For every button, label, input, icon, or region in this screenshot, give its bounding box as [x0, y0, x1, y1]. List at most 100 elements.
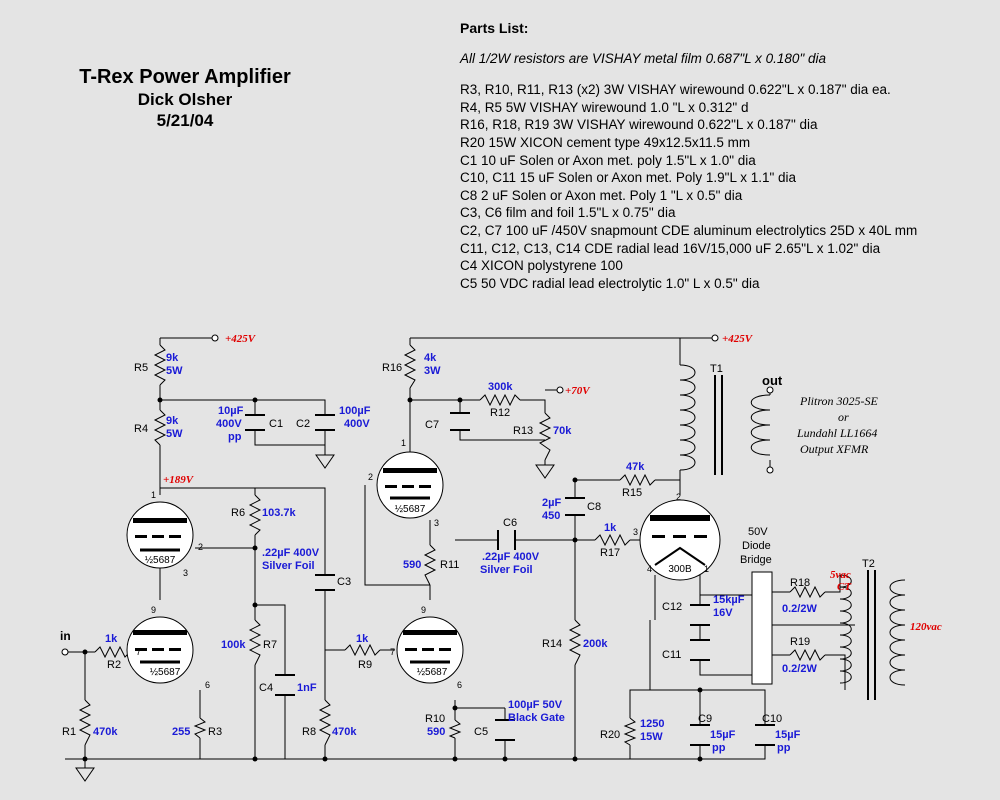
t1-ref: T1 — [710, 363, 723, 375]
r14-value: 200k — [583, 638, 608, 650]
r16-value: 4k — [424, 352, 437, 364]
r3-ref: R3 — [208, 726, 222, 738]
r1-ref: R1 — [62, 726, 76, 738]
r3-resistor — [193, 717, 207, 739]
r10-resistor — [448, 719, 462, 739]
c9-value: 15µF — [710, 729, 736, 741]
ground-icon — [75, 767, 95, 782]
bridge-label: 50V — [748, 526, 768, 538]
c2-value: 100µF — [339, 405, 371, 417]
r5-value: 9k — [166, 352, 179, 364]
tube-v2: ½5687 — [126, 616, 194, 684]
r20-value: 15W — [640, 731, 663, 743]
r20-resistor — [623, 717, 637, 746]
pin-number: 1 — [704, 564, 709, 574]
tube-v4: ½5687 — [396, 616, 464, 684]
c6-value: .22µF 400V — [482, 551, 540, 563]
diode-bridge — [751, 571, 773, 685]
c4-ref: C4 — [259, 682, 273, 694]
r11-ref: R11 — [440, 559, 459, 571]
c9-ref: C9 — [698, 713, 712, 725]
pin-number: 2 — [198, 542, 203, 552]
rail-label: +189V — [163, 474, 195, 486]
rail-label: +70V — [565, 385, 591, 397]
power-transformer — [839, 570, 906, 700]
transformer-note: Lundahl LL1664 — [796, 426, 877, 440]
r5-resistor — [153, 344, 167, 386]
r4-value: 9k — [166, 415, 179, 427]
tube-v5: 300B — [639, 499, 721, 581]
rail-label: +425V — [225, 333, 257, 345]
tube-type-label: ½5687 — [150, 667, 181, 678]
r7-resistor — [248, 619, 262, 666]
r19-ref: R19 — [790, 636, 810, 648]
output-transformer — [679, 364, 771, 475]
tube-v3: ½5687 — [376, 451, 444, 519]
pin-number: 9 — [151, 605, 156, 615]
pin-number: 7 — [136, 647, 141, 657]
tube-v1: ½5687 — [126, 501, 194, 569]
r14-ref: R14 — [542, 638, 562, 650]
c9-value: pp — [712, 742, 726, 754]
parts-list-note: All 1/2W resistors are VISHAY metal film… — [460, 50, 826, 66]
date: 5/21/04 — [156, 111, 214, 130]
pin-number: 1 — [151, 490, 156, 500]
r8-resistor — [318, 699, 332, 746]
c1-ref: C1 — [269, 418, 283, 430]
input-label: in — [60, 629, 71, 643]
r12-ref: R12 — [490, 407, 510, 419]
r6-value: 103.7k — [262, 507, 297, 519]
c10-value: pp — [777, 742, 791, 754]
bridge-label: Bridge — [740, 554, 772, 566]
r8-value: 470k — [332, 726, 357, 738]
r6-ref: R6 — [231, 507, 245, 519]
c1-value: 10µF — [218, 405, 244, 417]
r18-value: 0.2/2W — [782, 603, 817, 615]
parts-item: C11, C12, C13, C14 CDE radial lead 16V/1… — [460, 240, 881, 256]
pin-number: 3 — [434, 518, 439, 528]
r19-value: 0.2/2W — [782, 663, 817, 675]
r12-value: 300k — [488, 381, 513, 393]
pin-number: 1 — [401, 438, 406, 448]
r18-ref: R18 — [790, 577, 810, 589]
parts-list: Parts List: All 1/2W resistors are VISHA… — [460, 20, 917, 292]
r7-ref: R7 — [263, 639, 277, 651]
c5-value: 100µF 50V — [508, 699, 563, 711]
r9-value: 1k — [356, 633, 369, 645]
c10-ref: C10 — [762, 713, 782, 725]
c3-value: Silver Foil — [262, 560, 315, 572]
r2-value: 1k — [105, 633, 118, 645]
author: Dick Olsher — [137, 90, 233, 109]
r12-resistor — [479, 393, 521, 407]
transformer-note: Output XFMR — [800, 442, 869, 456]
parts-item: C5 50 VDC radial lead electrolytic 1.0" … — [460, 275, 760, 291]
c5-value: Black Gate — [508, 712, 565, 724]
r3-value: 255 — [172, 726, 190, 738]
c2-ref: C2 — [296, 418, 310, 430]
r5-ref: R5 — [134, 362, 148, 374]
r9-resistor — [344, 643, 381, 657]
r15-ref: R15 — [622, 487, 642, 499]
ground-icons — [75, 454, 555, 782]
r15-value: 47k — [626, 461, 645, 473]
parts-item: R4, R5 5W VISHAY wirewound 1.0 "L x 0.31… — [460, 99, 749, 115]
transformer-note: Plitron 3025-SE — [799, 394, 879, 408]
r4-resistor — [153, 409, 167, 446]
r14-resistor — [568, 619, 582, 666]
c7-ref: C7 — [425, 419, 439, 431]
r15-resistor — [619, 473, 656, 487]
c3-ref: C3 — [337, 576, 351, 588]
c6-value: Silver Foil — [480, 564, 533, 576]
r9-ref: R9 — [358, 659, 372, 671]
r1-value: 470k — [93, 726, 118, 738]
parts-item: R16, R18, R19 3W VISHAY wirewound 0.622"… — [460, 117, 818, 133]
c8-value: 2µF — [542, 497, 561, 509]
r7-value: 100k — [221, 639, 246, 651]
parts-item: R3, R10, R11, R13 (x2) 3W VISHAY wirewou… — [460, 82, 891, 98]
ground-icon — [535, 464, 555, 479]
pin-number: 6 — [205, 680, 210, 690]
r18-resistor — [789, 585, 826, 599]
c12-value: 15kµF — [713, 594, 745, 606]
r16-value: 3W — [424, 365, 441, 377]
pin-number: 3 — [183, 568, 188, 578]
